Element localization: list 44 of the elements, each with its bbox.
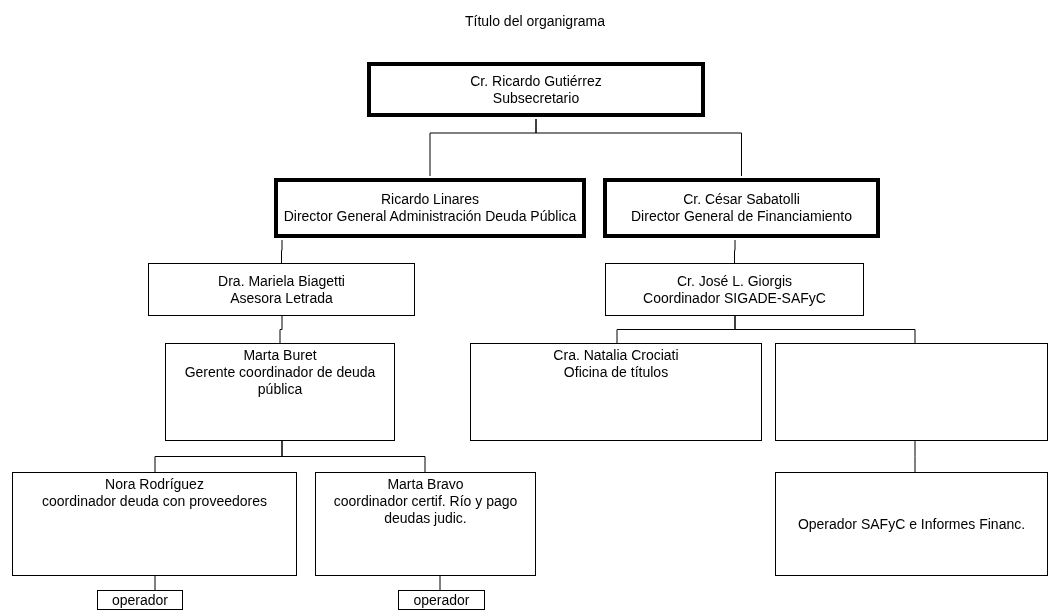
chart-title: Título del organigrama — [463, 12, 607, 31]
org-box — [470, 343, 762, 441]
role-text: Gerente coordinador de deuda pública — [183, 364, 377, 398]
person-name: Cr. José L. Giorgis — [675, 272, 794, 290]
connector-line — [734, 315, 916, 344]
person-name: Cr. Ricardo Gutiérrez — [469, 72, 603, 90]
role-text: Subsecretario — [491, 89, 581, 107]
org-box — [605, 263, 864, 316]
org-box — [274, 178, 586, 238]
role-text: Operador SAFyC e Informes Financ. — [796, 515, 1027, 533]
person-name: Marta Bravo — [386, 476, 465, 493]
role-text: Asesora Letrada — [229, 289, 334, 307]
person-name: Dra. Mariela Biagetti — [217, 272, 346, 290]
connector-line — [279, 315, 283, 344]
org-box — [315, 472, 536, 576]
org-box — [97, 590, 183, 610]
org-box — [148, 263, 415, 316]
org-box — [165, 343, 395, 441]
role-text: operador — [110, 591, 169, 609]
person-name: Nora Rodríguez — [104, 476, 205, 493]
person-name: Ricardo Linares — [379, 191, 481, 208]
role-text: operador — [412, 591, 471, 609]
org-box — [775, 472, 1048, 576]
org-box — [603, 178, 880, 238]
person-name: Marta Buret — [242, 347, 318, 364]
connector-line — [535, 118, 742, 177]
org-box — [367, 62, 705, 117]
role-text: Oficina de títulos — [562, 364, 670, 381]
person-name: Cr. César Sabatolli — [682, 191, 801, 208]
role-text: Coordinador SIGADE-SAFyC — [642, 289, 827, 307]
role-text: coordinador deuda con proveedores — [41, 493, 268, 510]
connector-line — [281, 239, 283, 264]
role-text: Director General de Financiamiento — [630, 208, 853, 225]
connector-line — [154, 575, 156, 591]
connector-line — [439, 575, 441, 591]
role-text: coordinador certif. Río y pago deudas judic. — [332, 493, 519, 527]
connector-line — [281, 440, 426, 473]
empty-box — [775, 343, 1048, 441]
org-box — [12, 472, 297, 576]
connector-line — [734, 239, 736, 264]
org-box — [398, 590, 485, 610]
role-text: Director General Administración Deuda Pública — [282, 208, 578, 225]
connector-line — [914, 440, 916, 473]
person-name: Cra. Natalia Crociati — [552, 347, 680, 364]
